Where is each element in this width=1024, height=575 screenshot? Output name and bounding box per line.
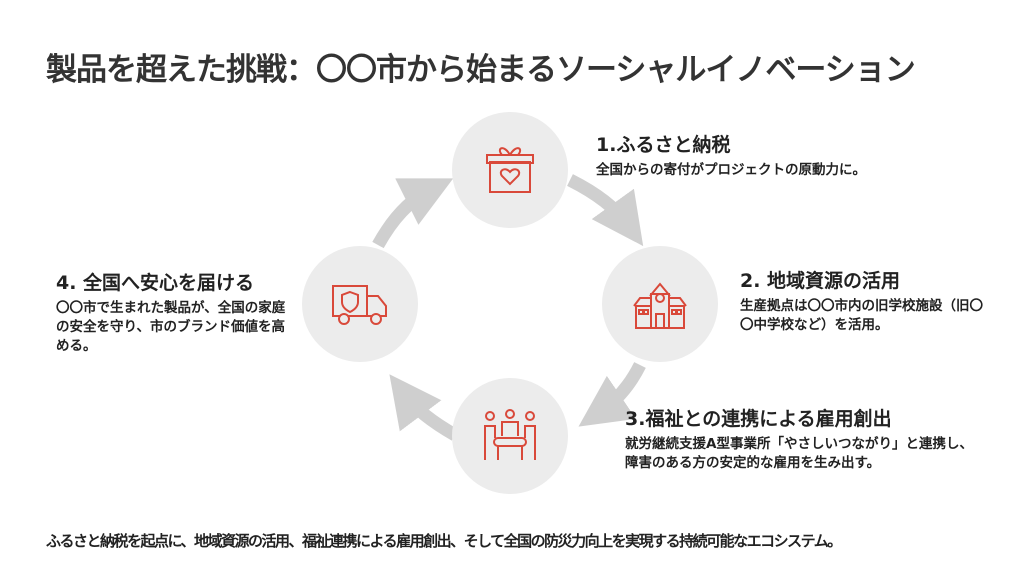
step-1: 1.ふるさと納税 全国からの寄付がプロジェクトの原動力に。 bbox=[596, 130, 866, 180]
step-2-heading: 2. 地域資源の活用 bbox=[740, 270, 901, 292]
school-building-icon bbox=[633, 282, 687, 329]
footer-summary: ふるさと納税を起点に、地域資源の活用、福祉連携による雇用創出、そして全国の防災力… bbox=[46, 532, 842, 550]
step-4-heading: 4. 全国へ安心を届ける bbox=[56, 272, 255, 294]
step-3-body: 就労継続支援A型事業所「やさしいつながり」と連携し、障害のある方の安定的な雇用を… bbox=[625, 436, 973, 471]
step-4-circle bbox=[302, 246, 418, 362]
step-3-circle bbox=[452, 378, 568, 494]
step-2-circle bbox=[602, 246, 718, 362]
step-3: 3.福祉との連携による雇用創出 就労継続支援A型事業所「やさしいつながり」と連携… bbox=[625, 404, 985, 473]
step-4-body: 〇〇市で生まれた製品が、全国の家庭の安全を守り、市のブランド価値を高める。 bbox=[56, 300, 286, 354]
gift-heart-icon bbox=[486, 147, 534, 193]
step-1-body: 全国からの寄付がプロジェクトの原動力に。 bbox=[596, 162, 866, 178]
step-1-heading: 1.ふるさと納税 bbox=[596, 134, 731, 156]
arrow-2-to-3 bbox=[578, 361, 646, 427]
slide-title: 製品を超えた挑戦：〇〇市から始まるソーシャルイノベーション bbox=[46, 52, 916, 88]
delivery-truck-shield-icon bbox=[332, 285, 387, 325]
arrow-1-to-2 bbox=[567, 174, 644, 247]
step-3-heading: 3.福祉との連携による雇用創出 bbox=[625, 408, 892, 430]
step-2-body: 生産拠点は〇〇市内の旧学校施設（旧〇〇中学校など）を活用。 bbox=[740, 298, 983, 333]
step-1-circle bbox=[452, 112, 568, 228]
step-2: 2. 地域資源の活用 生産拠点は〇〇市内の旧学校施設（旧〇〇中学校など）を活用。 bbox=[740, 266, 985, 335]
workers-conveyor-icon bbox=[484, 409, 536, 460]
step-4: 4. 全国へ安心を届ける 〇〇市で生まれた製品が、全国の家庭の安全を守り、市のブ… bbox=[56, 268, 286, 356]
arrow-3-to-4 bbox=[389, 374, 459, 441]
arrow-4-to-1 bbox=[372, 178, 454, 249]
